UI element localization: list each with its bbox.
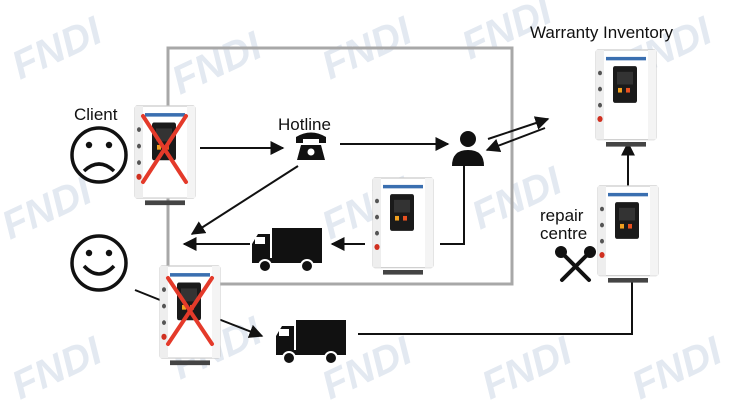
hotline-label: Hotline [278,115,331,134]
svg-text:FNDI: FNDI [475,328,579,408]
centre-label: centre [540,224,588,243]
svg-text:FNDI: FNDI [165,23,269,103]
warranty-inventory-inverter [595,49,657,148]
replacement-inverter [372,177,434,276]
warranty-inventory-label: Warranty Inventory [530,23,673,42]
svg-text:FNDI: FNDI [625,328,729,408]
red-cross-icon [141,114,188,184]
tools-icon [555,246,596,282]
client-label: Client [74,105,118,124]
repair-label: repair [540,206,584,225]
truck-icon [251,227,323,273]
svg-text:FNDI: FNDI [5,8,109,88]
svg-text:FNDI: FNDI [0,168,99,248]
happy-face-icon [70,234,128,292]
truck-icon [275,319,347,365]
telephone-icon [296,132,326,160]
red-cross-icon [166,276,214,346]
repair-centre-inverter [597,185,659,284]
person-icon [452,131,484,166]
svg-text:FNDI: FNDI [5,328,109,408]
sad-face-icon [70,126,128,184]
